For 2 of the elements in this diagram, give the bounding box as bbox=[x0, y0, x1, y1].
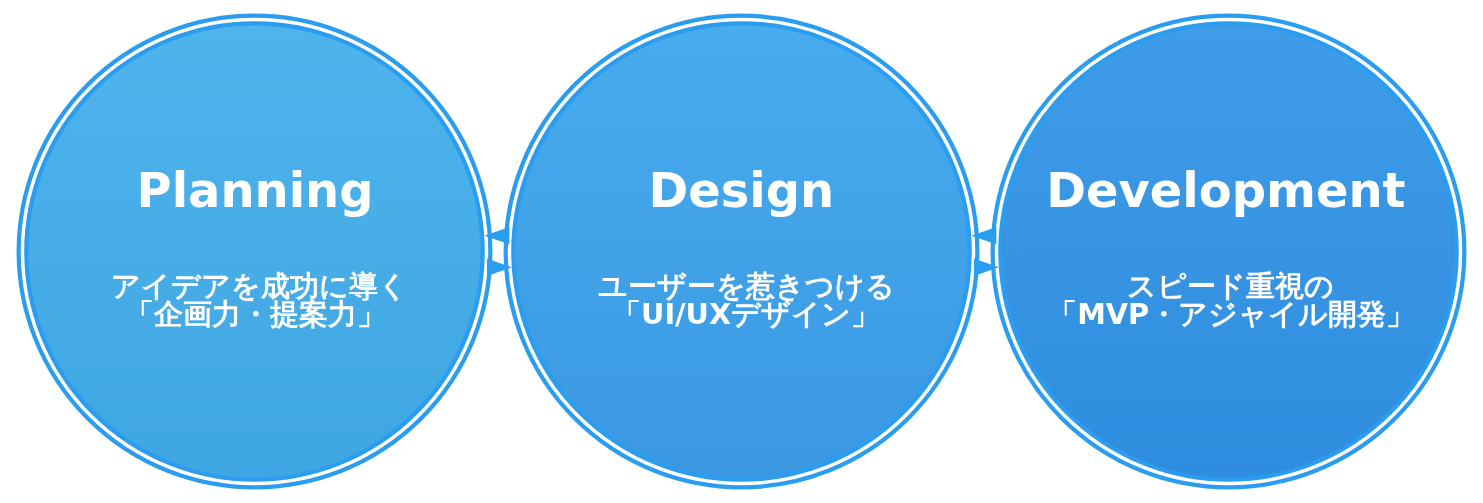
arrow bbox=[973, 258, 999, 277]
arrow bbox=[486, 258, 512, 277]
